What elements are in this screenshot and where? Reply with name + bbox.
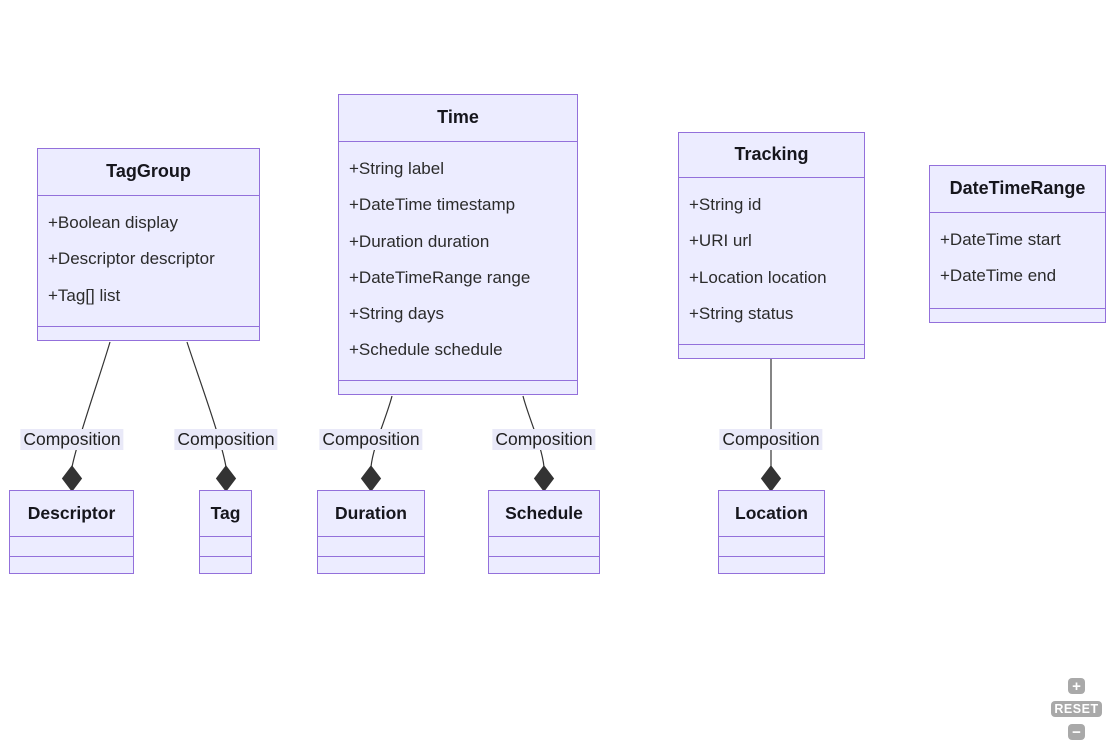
class-taggroup: TagGroup +Boolean display +Descriptor de… <box>37 148 260 341</box>
class-title: Duration <box>318 491 424 537</box>
zoom-reset-button[interactable]: RESET <box>1051 701 1102 717</box>
class-attribute: +String status <box>689 303 794 323</box>
class-attribute: +Boolean display <box>48 213 178 232</box>
class-attribute: +Descriptor descriptor <box>48 249 215 269</box>
edge-taggroup-tag <box>186 341 227 468</box>
attributes-section <box>200 537 251 557</box>
class-attribute: +URI url <box>689 231 752 251</box>
composition-diamond-icon <box>760 465 782 492</box>
class-attribute: +Duration duration <box>349 231 490 251</box>
class-title: Schedule <box>489 491 599 537</box>
class-attribute: +DateTimeRange range <box>349 267 531 287</box>
class-title: DateTimeRange <box>930 166 1105 213</box>
class-tracking: Tracking +String id +URI url +Location l… <box>678 132 865 359</box>
composition-diamond-icon <box>215 465 237 492</box>
zoom-in-button[interactable]: + <box>1068 678 1085 694</box>
edge-label-composition: Composition <box>719 429 823 450</box>
methods-section <box>38 326 259 340</box>
methods-section <box>318 557 424 573</box>
methods-section <box>339 380 577 394</box>
composition-diamonds <box>61 465 782 492</box>
class-attribute: +Location location <box>689 267 827 287</box>
composition-diamond-icon <box>533 465 555 492</box>
class-title: Location <box>719 491 824 537</box>
attributes-section <box>10 537 133 557</box>
class-schedule: Schedule <box>488 490 600 574</box>
class-attribute: +String days <box>349 304 444 324</box>
class-tag: Tag <box>199 490 252 574</box>
attributes-section: +DateTime start +DateTime end <box>930 213 1105 308</box>
attributes-section: +String label +DateTime timestamp +Durat… <box>339 142 577 380</box>
methods-section <box>679 344 864 358</box>
methods-section <box>719 557 824 573</box>
class-duration: Duration <box>317 490 425 574</box>
attributes-section: +String id +URI url +Location location +… <box>679 178 864 344</box>
class-attribute: +DateTime start <box>940 230 1061 249</box>
class-title: Tag <box>200 491 251 537</box>
class-title: Time <box>339 95 577 142</box>
composition-diamond-icon <box>360 465 382 492</box>
composition-diamond-icon <box>61 465 83 492</box>
methods-section <box>10 557 133 573</box>
class-attribute: +Tag[] list <box>48 285 121 305</box>
class-attribute: +String label <box>349 159 444 178</box>
class-attribute: +String id <box>689 195 762 214</box>
class-time: Time +String label +DateTime timestamp +… <box>338 94 578 395</box>
class-attribute: +DateTime timestamp <box>349 195 516 215</box>
attributes-section: +Boolean display +Descriptor descriptor … <box>38 196 259 326</box>
class-title: TagGroup <box>38 149 259 196</box>
zoom-out-button[interactable]: − <box>1068 724 1085 740</box>
class-attribute: +DateTime end <box>940 266 1057 286</box>
class-attribute: +Schedule schedule <box>349 340 503 360</box>
attributes-section <box>489 537 599 557</box>
class-title: Tracking <box>679 133 864 178</box>
methods-section <box>200 557 251 573</box>
attributes-section <box>719 537 824 557</box>
attributes-section <box>318 537 424 557</box>
class-descriptor: Descriptor <box>9 490 134 574</box>
edge-label-composition: Composition <box>174 429 278 450</box>
class-title: Descriptor <box>10 491 133 537</box>
edge-label-composition: Composition <box>319 429 423 450</box>
methods-section <box>930 308 1105 322</box>
edge-label-composition: Composition <box>492 429 596 450</box>
edge-taggroup-descriptor <box>71 341 111 468</box>
class-datetimerange: DateTimeRange +DateTime start +DateTime … <box>929 165 1106 323</box>
edge-label-composition: Composition <box>20 429 124 450</box>
methods-section <box>489 557 599 573</box>
class-location: Location <box>718 490 825 574</box>
